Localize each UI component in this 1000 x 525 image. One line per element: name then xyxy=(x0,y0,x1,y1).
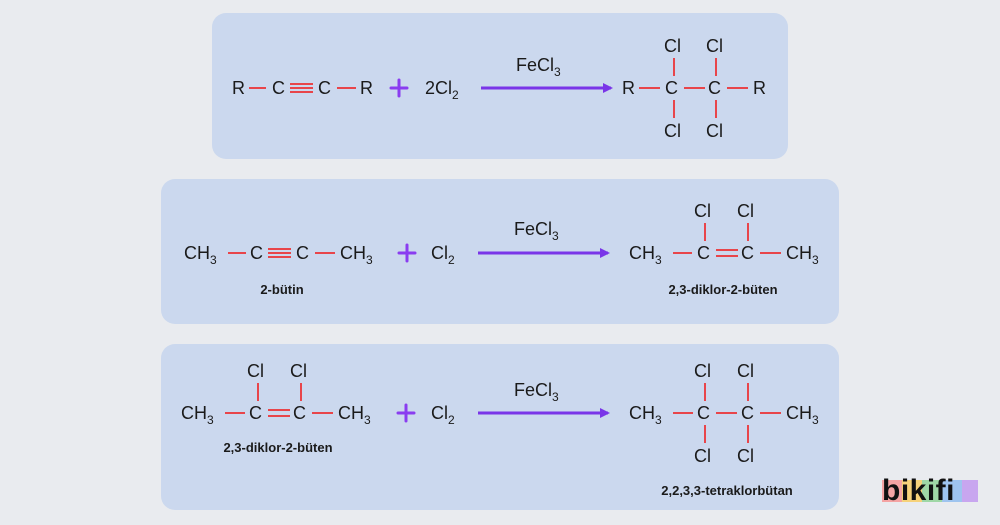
r2-product-cl-top1: Cl xyxy=(694,201,711,221)
reaction-3: CH3 C C CH3 Cl Cl 2,3-diklor-2-büten Cl2… xyxy=(181,361,819,498)
r3-product-name: 2,2,3,3-tetraklorbütan xyxy=(661,483,793,498)
r1-product-r-left: R xyxy=(622,78,635,98)
r3-product-cl-bot2: Cl xyxy=(737,446,754,466)
r3-product-cl-bot1: Cl xyxy=(694,446,711,466)
r2-product-right: CH3 xyxy=(786,243,819,267)
r2-product-left: CH3 xyxy=(629,243,662,267)
r1-product-c1: C xyxy=(665,78,678,98)
r3-reactant-name: 2,3-diklor-2-büten xyxy=(223,440,332,455)
r2-reactant-left: CH3 xyxy=(184,243,217,267)
r1-reactant-c1: C xyxy=(272,78,285,98)
r3-reactant-cl-top2: Cl xyxy=(290,361,307,381)
logo-color-bar xyxy=(902,480,922,502)
logo-text: bikifi xyxy=(882,474,956,507)
logo-color-bar xyxy=(922,480,942,502)
r2-product-c1: C xyxy=(697,243,710,263)
reaction-panel-3 xyxy=(161,344,839,510)
reaction-1: R C C R 2Cl2 FeCl3 R C C R Cl Cl Cl Cl xyxy=(232,36,766,141)
r3-product-c2: C xyxy=(741,403,754,423)
r2-reactant-name: 2-bütin xyxy=(260,282,303,297)
r2-reactant-right: CH3 xyxy=(340,243,373,267)
r2-product-c2: C xyxy=(741,243,754,263)
r1-catalyst: FeCl3 xyxy=(516,55,561,79)
r1-product-cl-bot1: Cl xyxy=(664,121,681,141)
r2-catalyst: FeCl3 xyxy=(514,219,559,243)
logo-color-bar xyxy=(962,480,978,502)
logo-color-bar xyxy=(942,480,962,502)
r2-product-name: 2,3-diklor-2-büten xyxy=(668,282,777,297)
r2-reactant-c1: C xyxy=(250,243,263,263)
r1-product-c2: C xyxy=(708,78,721,98)
r1-reagent: 2Cl2 xyxy=(425,78,459,102)
r3-product-left: CH3 xyxy=(629,403,662,427)
r3-reagent: Cl2 xyxy=(431,403,455,427)
r3-reactant-right: CH3 xyxy=(338,403,371,427)
r2-product-cl-top2: Cl xyxy=(737,201,754,221)
reaction-2: CH3 C C CH3 2-bütin Cl2 FeCl3 CH3 C C CH… xyxy=(184,201,819,297)
r3-product-right: CH3 xyxy=(786,403,819,427)
r3-reactant-c1: C xyxy=(249,403,262,423)
r2-reactant-c2: C xyxy=(296,243,309,263)
r1-reactant-r-left: R xyxy=(232,78,245,98)
r3-reactant-left: CH3 xyxy=(181,403,214,427)
r1-product-r-right: R xyxy=(753,78,766,98)
r1-product-cl-bot2: Cl xyxy=(706,121,723,141)
r3-reactant-c2: C xyxy=(293,403,306,423)
r2-reagent: Cl2 xyxy=(431,243,455,267)
r3-catalyst: FeCl3 xyxy=(514,380,559,404)
r1-reactant-r-right: R xyxy=(360,78,373,98)
r3-product-cl-top2: Cl xyxy=(737,361,754,381)
logo-color-bar xyxy=(882,480,902,502)
r1-reactant-c2: C xyxy=(318,78,331,98)
r3-product-c1: C xyxy=(697,403,710,423)
r1-product-cl-top1: Cl xyxy=(664,36,681,56)
r3-product-cl-top1: Cl xyxy=(694,361,711,381)
r3-reactant-cl-top1: Cl xyxy=(247,361,264,381)
r1-product-cl-top2: Cl xyxy=(706,36,723,56)
reaction-panel-1 xyxy=(212,13,788,159)
